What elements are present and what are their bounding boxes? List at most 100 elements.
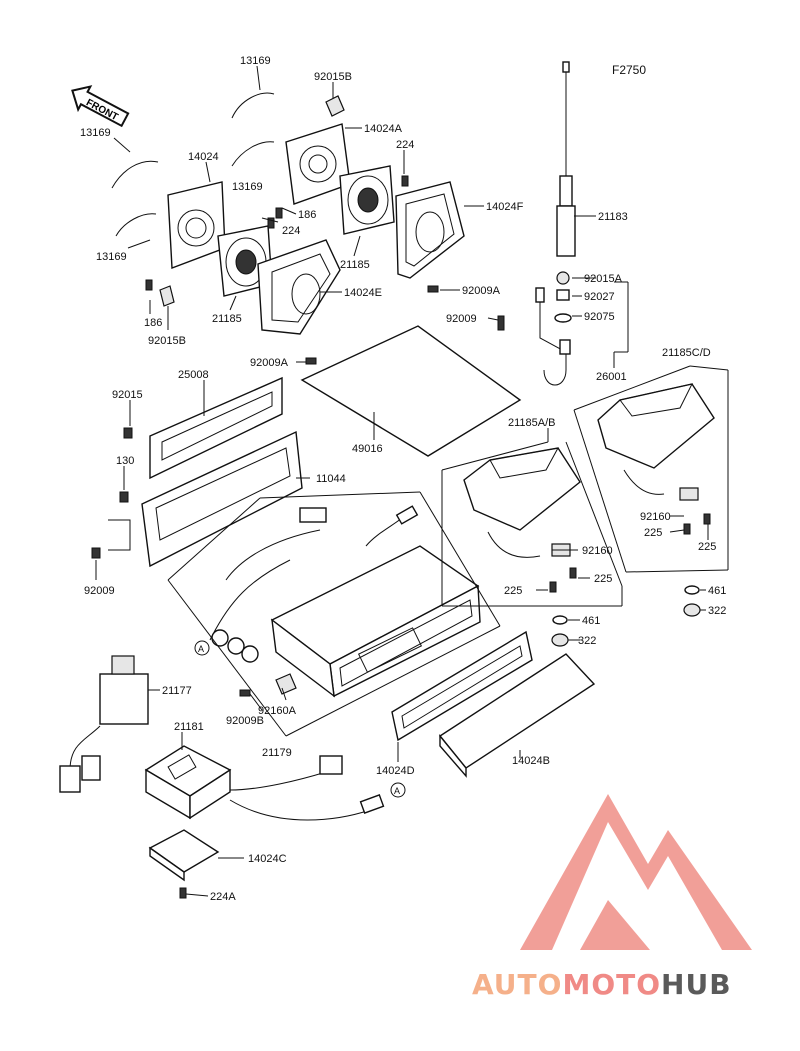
label-14024C: 14024C [248, 853, 287, 865]
front-arrow-icon: FRONT [71, 85, 130, 128]
nut-92015B-a [325, 95, 345, 117]
label-92009A: 92009A [462, 285, 501, 297]
label-186: 186 [298, 209, 316, 221]
label-92027: 92027 [584, 291, 615, 303]
nut-92015B-b [159, 285, 175, 307]
label-186: 186 [144, 317, 162, 329]
screw-224-b [267, 217, 275, 229]
clamp-13169-d [115, 213, 157, 237]
antenna-cable-26001 [539, 298, 567, 386]
label-21185: 21185 [212, 313, 242, 325]
nut-322-a [551, 633, 569, 647]
svg-text:AUTOMOTOHUB: AUTOMOTOHUB [472, 968, 732, 1001]
speaker-right-group [231, 92, 465, 279]
nut-92160A [275, 673, 297, 695]
screw-186-b [145, 279, 153, 291]
label-92015: 92015 [112, 389, 143, 401]
speaker-left-group [111, 160, 341, 335]
label-224: 224 [282, 225, 300, 237]
label-11044: 11044 [316, 473, 346, 485]
label-92160: 92160 [640, 511, 671, 523]
antenna-21183 [556, 61, 576, 257]
label-322: 322 [578, 635, 596, 647]
label-461: 461 [582, 615, 600, 627]
watermark-logo: AUTOMOTOHUB [472, 794, 752, 1001]
label-14024D: 14024D [376, 765, 415, 777]
screw-225-d [703, 513, 711, 525]
label-92075: 92075 [584, 311, 615, 323]
label-14024: 14024 [188, 151, 219, 163]
label-225: 225 [698, 541, 716, 553]
part-labels: 13169 92015B 14024A 13169 14024 224 1316… [80, 55, 726, 903]
screw-92009-a [497, 315, 505, 331]
screw-92009A-a [427, 285, 439, 293]
watermark-auto: AUTO [472, 968, 562, 1001]
label-225: 225 [644, 527, 662, 539]
label-25008: 25008 [178, 369, 209, 381]
automotohub-logo-icon [520, 794, 752, 950]
label-14024A: 14024A [364, 123, 403, 135]
spacer-92027 [556, 289, 570, 301]
speaker-box-21185AB [463, 447, 581, 558]
label-92015B: 92015B [148, 335, 186, 347]
mount-bracket-11044 [141, 430, 303, 568]
label-13169: 13169 [232, 181, 263, 193]
label-92160A: 92160A [258, 705, 297, 717]
connector-A-2 [390, 782, 406, 798]
label-49016: 49016 [352, 443, 383, 455]
label-225: 225 [594, 573, 612, 585]
label-21183: 21183 [598, 211, 628, 223]
label-130: 130 [116, 455, 134, 467]
screw-130 [119, 491, 129, 503]
nut-92015A [556, 271, 570, 285]
figure-code: F2750 [612, 63, 646, 77]
label-14024F: 14024F [486, 201, 524, 213]
nut-322-b [683, 603, 701, 617]
label-92015B: 92015B [314, 71, 352, 83]
washer-461-b [684, 585, 700, 595]
trim-14024D [391, 630, 533, 742]
label-13169: 13169 [240, 55, 271, 67]
switch-21177 [59, 655, 149, 793]
amplifier-21181 [144, 745, 385, 821]
speaker-cover-14024E [257, 239, 341, 335]
label-92160: 92160 [582, 545, 613, 557]
label-92009A: 92009A [250, 357, 289, 369]
leader-lines [95, 65, 729, 897]
nut-92015 [123, 427, 133, 439]
panel-49016 [300, 325, 522, 457]
label-225: 225 [504, 585, 522, 597]
screw-225-c [683, 523, 691, 535]
mount-bracket-25008 [149, 376, 283, 480]
screw-92009A-b [305, 357, 317, 365]
clamp-13169-c [111, 160, 159, 189]
label-224A: 224A [210, 891, 236, 903]
screw-224A [179, 887, 187, 899]
radio-unit-21179 [209, 505, 481, 698]
label-13169: 13169 [80, 127, 111, 139]
label-14024E: 14024E [344, 287, 382, 299]
label-21185CD: 21185C/D [662, 347, 711, 359]
screw-225-a [569, 567, 577, 579]
washer-461-a [552, 615, 568, 625]
label-461: 461 [708, 585, 726, 597]
label-21181: 21181 [174, 721, 204, 733]
label-13169: 13169 [96, 251, 127, 263]
screw-225-b [549, 581, 557, 593]
label-21179: 21179 [262, 747, 292, 759]
screw-92009B [239, 689, 251, 697]
clamp-13169-a [231, 92, 275, 119]
label-26001: 26001 [596, 371, 627, 383]
label-21177: 21177 [162, 685, 192, 697]
svg-text:A: A [394, 786, 400, 796]
label-92009B: 92009B [226, 715, 264, 727]
clamp-13169-b [231, 141, 275, 167]
speaker-box-21185CD [597, 383, 715, 501]
label-92009: 92009 [84, 585, 115, 597]
label-21185AB: 21185A/B [508, 417, 556, 429]
screw-186-a [275, 207, 283, 219]
cover-14024C [148, 829, 220, 873]
screw-224-a [401, 175, 409, 187]
